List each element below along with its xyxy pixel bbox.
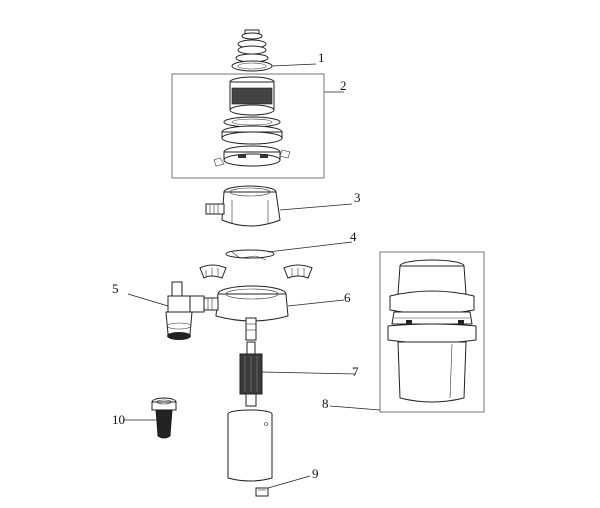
part-9-clip <box>255 487 269 497</box>
part-10-air-switch <box>151 397 177 439</box>
part-7-motor-rotor <box>239 341 263 407</box>
part-4-grinding-plate <box>199 249 313 279</box>
part-8-assembled-unit <box>387 259 477 403</box>
callout-9: 9 <box>312 466 319 481</box>
part-1-drain-flange <box>231 29 273 72</box>
part-2-mounting-assembly <box>213 76 291 167</box>
group-box-8 <box>379 251 485 413</box>
callout-1: 1 <box>318 50 325 65</box>
callout-10: 10 <box>112 412 125 427</box>
part-6-middle-housing <box>203 285 289 341</box>
callout-8: 8 <box>322 396 329 411</box>
callout-labels: 1 2 3 4 5 6 7 8 9 10 <box>112 50 361 481</box>
callout-6: 6 <box>344 290 351 305</box>
part-5-elbow-pipe <box>165 281 205 340</box>
group-box-2 <box>171 73 325 179</box>
motor-can <box>227 409 273 482</box>
leader-lines <box>124 63 381 489</box>
callout-2: 2 <box>340 78 347 93</box>
callout-3: 3 <box>354 190 361 205</box>
callout-5: 5 <box>112 281 119 296</box>
part-3-upper-housing <box>205 185 281 227</box>
callout-7: 7 <box>352 364 359 379</box>
callout-4: 4 <box>350 229 357 244</box>
